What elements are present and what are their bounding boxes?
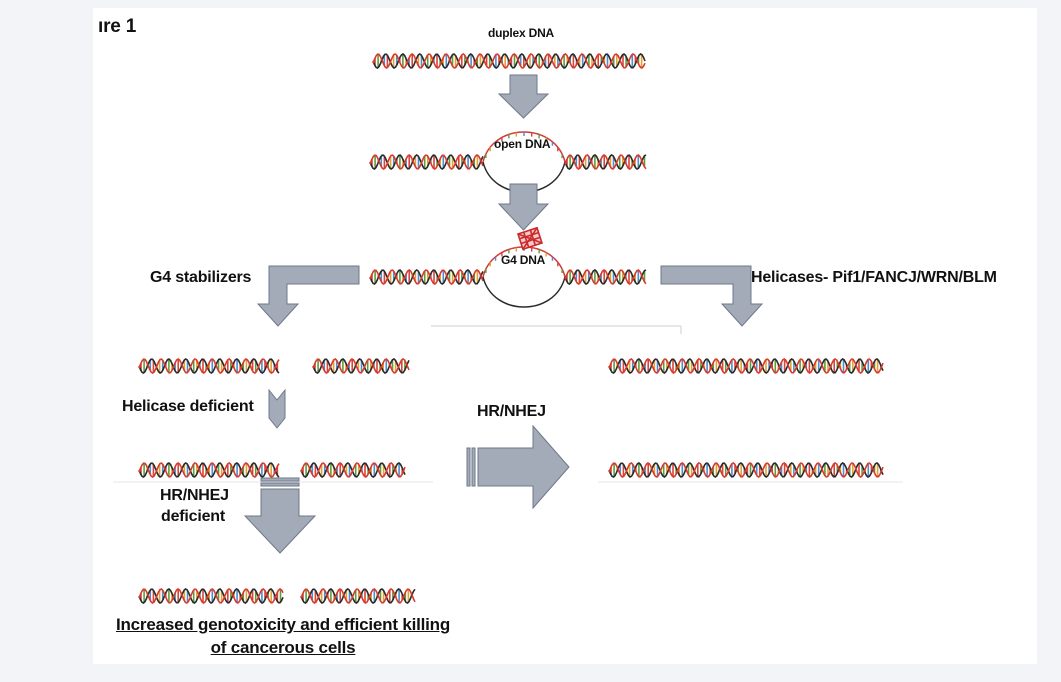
final-fragment-left <box>138 588 284 604</box>
down-arrow-2 <box>497 183 550 231</box>
hr-nhej-arrow-tail-bar <box>471 447 476 487</box>
g4-stabilizers-elbow-arrow <box>256 265 360 327</box>
backbone-strand <box>138 358 280 374</box>
backbone-strand <box>138 358 280 374</box>
bubble-bottom-strand <box>482 276 566 308</box>
g4-dna-helix-left <box>369 269 484 285</box>
backbone-strand <box>300 462 406 478</box>
dna-layer <box>138 53 884 604</box>
backbone-strand <box>138 588 284 604</box>
final-fragment-right <box>300 588 416 604</box>
backbone-strand <box>372 53 646 69</box>
open-dna-helix-right <box>564 154 647 170</box>
arrow-layer <box>113 74 903 554</box>
hr-nhej-right-arrow <box>477 424 570 510</box>
hr-nhej-arrow-tail-bar <box>466 447 471 487</box>
repaired-dna-helix <box>608 462 884 478</box>
figure-title: ıre 1 <box>98 16 137 37</box>
duplex-dna-label: duplex DNA <box>488 26 555 40</box>
hr-nhej-deficient-label-line1: HR/NHEJ <box>160 487 229 504</box>
g4-dna-label: G4 DNA <box>501 253 546 267</box>
backbone-strand <box>564 154 647 170</box>
diagram-canvas <box>113 53 903 604</box>
helicases-elbow-arrow <box>660 265 764 327</box>
hr-nhej-deficient-arrow-tail-bar <box>260 482 300 487</box>
hr-nhej-deficient-arrow-tail-bar <box>260 477 300 482</box>
backbone-strand <box>372 53 646 69</box>
backbone-strand <box>564 154 647 170</box>
down-arrow-1 <box>497 74 550 119</box>
helicase-deficient-fragment-left <box>138 462 280 478</box>
helicase-deficient-fragment-right <box>300 462 406 478</box>
backbone-strand <box>138 462 280 478</box>
hr-nhej-label: HR/NHEJ <box>477 403 546 420</box>
stabilized-dna-fragment-left <box>138 358 280 374</box>
backbone-strand <box>564 269 647 285</box>
backbone-strand <box>300 588 416 604</box>
backbone-strand <box>608 358 884 374</box>
backbone-strand <box>138 588 284 604</box>
backbone-strand <box>300 588 416 604</box>
backbone-strand <box>138 462 280 478</box>
g4-stabilizers-label: G4 stabilizers <box>150 269 252 286</box>
backbone-strand <box>608 358 884 374</box>
figure-panel: ıre 1 duplex DNA open DNA G4 DNA G4 stab… <box>93 8 1037 664</box>
g4-quadruplex-symbol <box>516 226 543 251</box>
open-dna-helix-left <box>369 154 484 170</box>
backbone-strand <box>312 358 410 374</box>
backbone-strand <box>608 462 884 478</box>
resolved-dna-helix <box>608 358 884 374</box>
outcome-label-line1: Increased genotoxicity and efficient kil… <box>115 615 451 634</box>
open-dna-label: open DNA <box>494 137 551 151</box>
backbone-strand <box>564 269 647 285</box>
helicase-deficient-label: Helicase deficient <box>122 398 254 415</box>
hr-nhej-deficient-label-line2: deficient <box>161 508 225 525</box>
backbone-strand <box>369 269 484 285</box>
helicase-deficient-arrow <box>268 388 286 429</box>
helicases-label: Helicases- Pif1/FANCJ/WRN/BLM <box>751 269 997 286</box>
backbone-strand <box>312 358 410 374</box>
stabilized-dna-fragment-right <box>312 358 410 374</box>
outcome-label-line2: of cancerous cells <box>210 638 356 657</box>
backbone-strand <box>369 154 484 170</box>
backbone-strand <box>608 462 884 478</box>
duplex-dna-helix <box>372 53 646 69</box>
hr-nhej-deficient-down-arrow <box>243 488 317 554</box>
g4-dna-helix-right <box>564 269 647 285</box>
